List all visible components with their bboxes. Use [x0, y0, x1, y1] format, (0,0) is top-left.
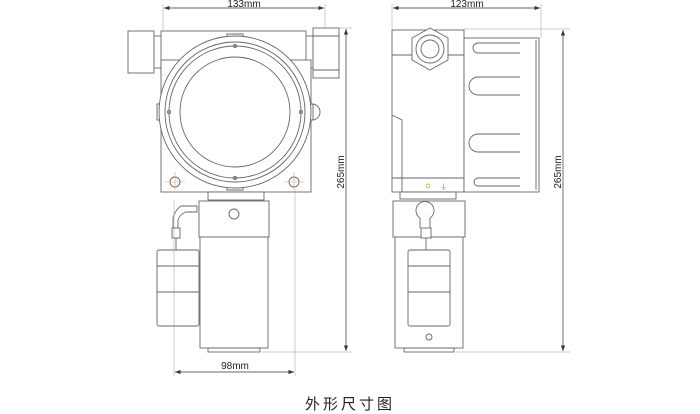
sensor-cartridge [156, 205, 200, 327]
side-width-label: 123mm [450, 0, 483, 10]
side-view: ⏚ [391, 4, 570, 353]
front-height-label: 265mm [336, 155, 347, 188]
filter-housing [198, 200, 270, 353]
side-height-label: 265mm [553, 155, 564, 188]
front-view [127, 4, 352, 376]
right-cable-gland [304, 27, 340, 79]
front-base-width-label: 98mm [221, 361, 249, 372]
figure-caption: 外形尺寸图 [304, 395, 395, 413]
left-cable-gland [127, 30, 163, 74]
svg-text:⏚: ⏚ [440, 183, 447, 191]
display-window [179, 56, 291, 168]
side-cover [463, 37, 540, 193]
front-width-label: 133mm [227, 0, 260, 10]
